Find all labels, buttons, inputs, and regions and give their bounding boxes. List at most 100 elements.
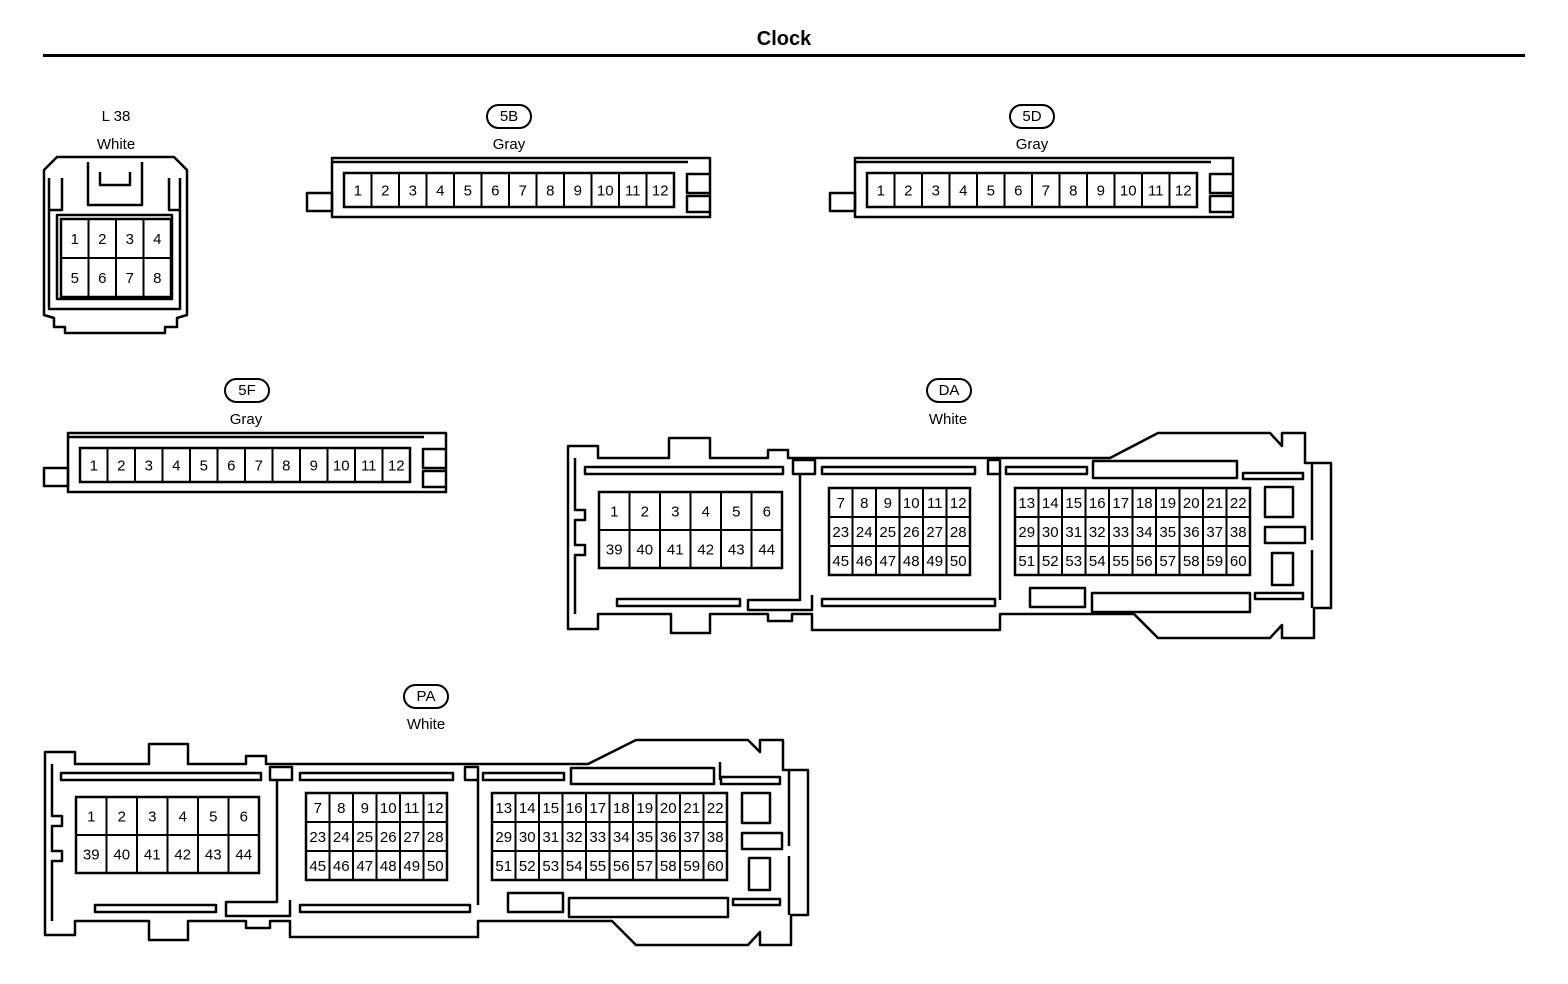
c5d-pin-label: 7 [1042,182,1050,199]
da-block2-pin-label: 49 [926,553,943,570]
pa-block3-pin-label: 53 [542,858,559,875]
c5f-pin-label: 11 [361,457,377,474]
pa-block3-pin-label: 51 [495,858,512,875]
c5b-pin-label: 11 [625,182,641,199]
pa-block1-pin-label: 40 [113,846,130,863]
da-block3-pin-label: 60 [1230,553,1247,570]
da-block1-pin-label: 43 [728,541,745,558]
c5d-pin-label: 1 [877,182,885,199]
c5f-pin-label: 9 [310,457,318,474]
da-block2-pin-label: 24 [856,524,873,541]
c5b-connector-body [305,156,712,219]
da-block3-pin-label: 33 [1112,524,1129,541]
pa-block2-pin-label: 12 [427,800,444,817]
c5f-connector-body [42,431,448,494]
da-block3-pin-label: 35 [1159,524,1176,541]
da-block3-pin-label: 36 [1183,524,1200,541]
pa-block2-pin-label: 46 [333,858,350,875]
pa-block2-pin-label: 50 [427,858,444,875]
da-block2-pin-label: 10 [903,495,920,512]
da-block3-pin-cell [1225,545,1251,576]
pa-block3-pin-label: 32 [566,829,583,846]
c5d-pin-label: 2 [904,182,912,199]
c5f-pin-label: 7 [255,457,263,474]
pa-block1-pin-label: 2 [118,808,126,825]
pa-block1-pin-label: 5 [209,808,217,825]
c5d-color-label: Gray [1015,136,1049,153]
pa-block3-pin-label: 54 [566,858,583,875]
c5f-pin-label: 3 [145,457,153,474]
da-connector-body [566,431,1333,640]
page-title: Clock [756,28,812,50]
c5b-pin-label: 8 [546,182,554,199]
da-block2-pin-label: 26 [903,524,920,541]
da-block3-pin-label: 15 [1065,495,1082,512]
da-block3-pin-label: 58 [1183,553,1200,570]
da-block3-pin-label: 34 [1136,524,1153,541]
c5f-pin-label: 5 [200,457,208,474]
c5f-color-label: Gray [229,411,263,428]
pa-block3-pin-label: 17 [589,800,606,817]
da-block1-pin-label: 44 [758,541,775,558]
pa-block1-pin-label: 41 [144,846,161,863]
da-block2-pin-label: 46 [856,553,873,570]
da-block3-pin-label: 52 [1042,553,1059,570]
c5f-pin-cell [381,447,411,483]
c5b-pin-label: 5 [464,182,472,199]
c5b-color-label: Gray [492,136,526,153]
pa-block3-pin-label: 33 [589,829,606,846]
da-code-badge: DA [926,378,972,403]
l38-pin-label: 2 [98,231,106,248]
pa-block1-pin-label: 3 [148,808,156,825]
pa-block3-pin-label: 22 [707,800,724,817]
da-block1-pin-label: 5 [732,503,740,520]
l38-connector-body [42,155,189,335]
pa-block3-pin-label: 16 [566,800,583,817]
l38-pin-label: 6 [98,270,106,287]
pa-block1-pin-label: 6 [240,808,248,825]
pa-block2-pin-label: 11 [404,800,420,817]
pa-block3-pin-label: 58 [660,858,677,875]
da-block1-pin-cell [750,529,783,569]
da-block1-pin-label: 39 [606,541,623,558]
pa-block3-pin-label: 30 [519,829,536,846]
c5b-pin-label: 7 [519,182,527,199]
l38-pin-label: 1 [71,231,79,248]
da-block2-pin-label: 7 [837,495,845,512]
c5f-pin-label: 1 [90,457,98,474]
da-block3-pin-label: 55 [1112,553,1129,570]
pa-block3-pin-label: 37 [683,829,700,846]
c5b-pin-label: 12 [652,182,669,199]
l38-pin-cell [142,257,172,298]
l38-color-label: White [96,136,136,153]
pa-block3-pin-label: 15 [542,800,559,817]
pa-code-badge: PA [403,684,449,709]
pa-block1-pin-label: 1 [87,808,95,825]
title-rule [43,54,1525,57]
da-block3-pin-label: 20 [1183,495,1200,512]
da-block3-pin-label: 21 [1206,495,1223,512]
pa-block3-pin-label: 20 [660,800,677,817]
pa-block2-pin-label: 10 [380,800,397,817]
da-block3-pin-label: 51 [1018,553,1035,570]
pa-block3-pin-label: 60 [707,858,724,875]
pa-block3-pin-label: 14 [519,800,536,817]
da-block1-pin-label: 2 [641,503,649,520]
da-block3-pin-label: 56 [1136,553,1153,570]
c5d-pin-label: 3 [932,182,940,199]
pa-block3-pin-label: 52 [519,858,536,875]
da-block2-pin-label: 50 [950,553,967,570]
c5b-pin-label: 9 [574,182,582,199]
da-block2-pin-label: 25 [879,524,896,541]
da-block2-pin-label: 9 [884,495,892,512]
c5f-pin-label: 10 [333,457,350,474]
pa-block3-pin-cell [702,850,728,881]
pa-block3-pin-label: 34 [613,829,630,846]
da-block1-pin-label: 42 [697,541,714,558]
pa-block2-pin-label: 45 [309,858,326,875]
da-block3-pin-label: 22 [1230,495,1247,512]
pa-block3-pin-label: 36 [660,829,677,846]
c5b-pin-label: 2 [381,182,389,199]
c5b-pin-label: 10 [597,182,614,199]
